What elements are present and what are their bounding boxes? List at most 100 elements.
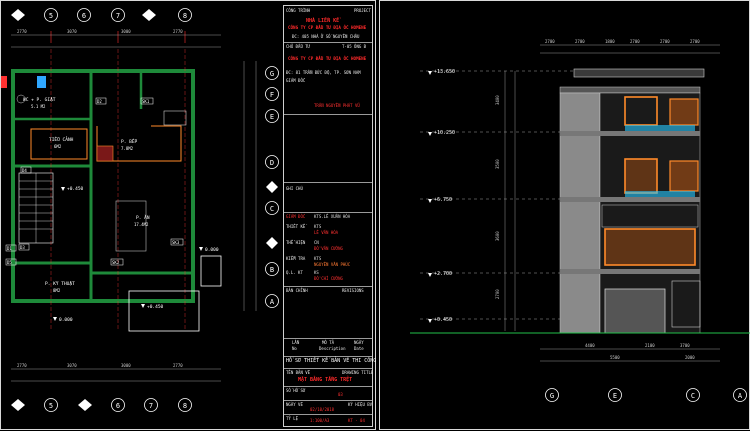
floor-plan-drawing[interactable]: 5 6 7 8 2770 3070 3000 2770 <box>1 1 377 431</box>
window <box>669 98 699 126</box>
section-marker-icon <box>266 181 278 193</box>
dimension-top: 2700 2700 1800 2700 2700 2700 <box>540 39 720 54</box>
grid-label: E <box>270 113 274 121</box>
door-tag: D4 <box>22 168 27 173</box>
design-row-role: KTS <box>314 256 322 261</box>
grid-axis-bottom: 2770 3070 3000 2770 5 6 7 8 <box>11 363 221 412</box>
owner-name: CÔNG TY CP ĐẦU TƯ ĐỊA ỐC HOMENE <box>288 56 367 61</box>
dimension-text: 5500 <box>610 355 620 360</box>
design-row-role: CN <box>314 240 319 245</box>
window <box>604 228 696 266</box>
sheet-code: KT - 04 <box>348 418 365 423</box>
grid-label: B <box>270 266 274 274</box>
grey-side-wall <box>559 92 601 334</box>
grid-bubble <box>265 66 279 80</box>
dimension-text: 2700 <box>495 289 500 299</box>
project-title: NHÀ LIỀN KỀ <box>306 18 340 24</box>
dimension-text: 3400 <box>495 95 500 105</box>
design-row-label: KIỂM TRA <box>286 256 306 261</box>
rev-col: LẦN <box>292 340 300 345</box>
grid-bubble <box>265 294 279 308</box>
washbasin-icon <box>37 76 46 88</box>
level-marker-icon <box>141 304 145 308</box>
grid-bubble <box>265 87 279 101</box>
rev-sub: No <box>292 346 297 351</box>
dimension-top: 2770 3070 3000 2770 <box>11 29 221 48</box>
file-no-value: 03 <box>338 392 343 397</box>
dimension-text: 2700 <box>630 39 640 44</box>
date-value: 02/10/2018 <box>310 407 335 412</box>
dimension-text: 2700 <box>545 39 555 44</box>
revisions-label: REVISIONS <box>342 288 364 293</box>
grid-label: 8 <box>183 402 187 410</box>
scale-label: TỶ LỆ <box>286 416 299 421</box>
room-label: WC + P. GIẶT <box>23 96 56 103</box>
level-lines: +13.650 +10.250 +6.750 +2.700 +0.450 <box>420 69 620 323</box>
section-marker-icon <box>11 9 25 21</box>
grid-bubble <box>111 398 125 412</box>
gate <box>671 280 701 328</box>
rev-sub: Date <box>354 346 364 351</box>
grid-bubble <box>265 262 279 276</box>
section-marker-icon <box>266 237 278 249</box>
owner-code: T-05 ÔNG B <box>342 44 367 49</box>
floor-plan-sheet[interactable]: 5 6 7 8 2770 3070 3000 2770 <box>0 0 376 430</box>
room-label: P. BẾP <box>121 137 138 145</box>
elevation-sheet[interactable]: 2700 2700 1800 2700 2700 2700 +13.650 +1… <box>379 0 750 430</box>
grid-bubble <box>178 398 192 412</box>
room-label: P. KỸ THUẬT <box>45 280 75 287</box>
design-row-name: ĐỖ CHÍ CƯỜNG <box>314 276 343 281</box>
balcony-railing <box>625 191 695 197</box>
design-row-name: NGUYỄN VĂN PHÚC <box>314 262 351 267</box>
dimension-text: 1800 <box>605 39 615 44</box>
grid-label: A <box>738 392 743 400</box>
dimension-text: 2770 <box>173 29 183 34</box>
design-director-name: KTS.LÊ XUÂN HÒA <box>314 214 351 219</box>
door-tag: SK2 <box>112 260 120 265</box>
level-text: +6.750 <box>434 197 452 203</box>
grid-label: G <box>270 70 274 78</box>
level-marker-icon <box>53 317 57 321</box>
elevation-drawing[interactable]: 2700 2700 1800 2700 2700 2700 +13.650 +1… <box>380 1 750 431</box>
grid-label: G <box>550 392 554 400</box>
level-text: +13.650 <box>434 69 455 75</box>
level-text: +0.450 <box>434 317 452 323</box>
door-tag: SK3 <box>172 240 180 245</box>
grid-label: E <box>613 392 617 400</box>
dimension-text: 2700 <box>575 39 585 44</box>
design-row-name: LÊ VĂN HÒA <box>314 230 339 235</box>
level-text: +0.450 <box>147 304 164 310</box>
grid-label: 5 <box>49 402 53 410</box>
grid-label: F <box>270 91 274 99</box>
dimension-text: 3600 <box>495 231 500 241</box>
design-row-name: ĐỖ VĂN CƯỜNG <box>314 246 343 251</box>
design-row-label: THIẾT KẾ <box>286 224 306 229</box>
door-tag: D5 <box>7 260 12 265</box>
dimension-text: 3070 <box>67 363 77 368</box>
window <box>669 160 699 192</box>
grid-bubble <box>265 155 279 169</box>
rev-col: NGÀY <box>354 340 364 345</box>
door-tag: D3 <box>20 245 25 250</box>
title-block[interactable]: CÔNG TRÌNH PROJECT NHÀ LIỀN KỀ CÔNG TY C… <box>283 5 377 427</box>
rev-sub: Description <box>319 346 346 351</box>
section-marker-icon <box>78 399 92 411</box>
room-label: P. ĂN <box>136 214 150 221</box>
stage-title: HỒ SƠ THIẾT KẾ BẢN VẼ THI CÔNG <box>286 358 377 364</box>
level-markers: +0.450 0.000 +0.450 0.000 <box>53 186 219 323</box>
sink-icon <box>96 145 114 162</box>
level-text: 0.000 <box>205 247 219 253</box>
toilet-icon <box>16 94 26 104</box>
dimension-text: 3000 <box>121 363 131 368</box>
dimension-text: 2770 <box>17 363 27 368</box>
project-address: ĐC: 405 NHÀ Ở SỐ NGUYỄN CHÂU <box>292 34 360 39</box>
level-text: +0.450 <box>67 186 84 192</box>
scale-value: 1:100/A3 <box>310 418 330 423</box>
dimension-text: 3070 <box>67 29 77 34</box>
grid-axis-top: 5 6 7 8 <box>11 8 192 43</box>
balcony-railing <box>625 125 695 131</box>
director-name: TRẦN NGUYỄN PHÁT VŨ <box>314 103 360 108</box>
project-subtitle: CÔNG TY CP ĐẦU TƯ ĐỊA ỐC HOMENE <box>288 25 367 30</box>
room-area: 7.8M2 <box>121 146 134 151</box>
grid-label: 6 <box>82 12 86 20</box>
